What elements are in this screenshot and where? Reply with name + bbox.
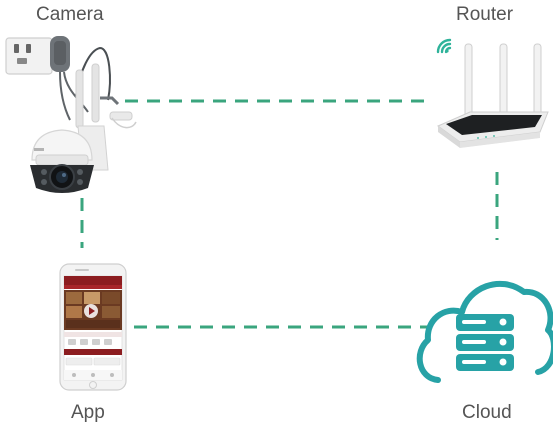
cloud-server-icon [416, 280, 553, 383]
ptz-security-camera-icon [5, 36, 137, 193]
router-label: Router [456, 4, 514, 25]
cloud-label: Cloud [462, 402, 512, 423]
connector-lines [80, 99, 499, 329]
smartphone-app-icon [59, 263, 127, 391]
app-label: App [71, 402, 105, 423]
wifi-router-icon [436, 38, 549, 148]
camera-label: Camera [36, 4, 104, 25]
